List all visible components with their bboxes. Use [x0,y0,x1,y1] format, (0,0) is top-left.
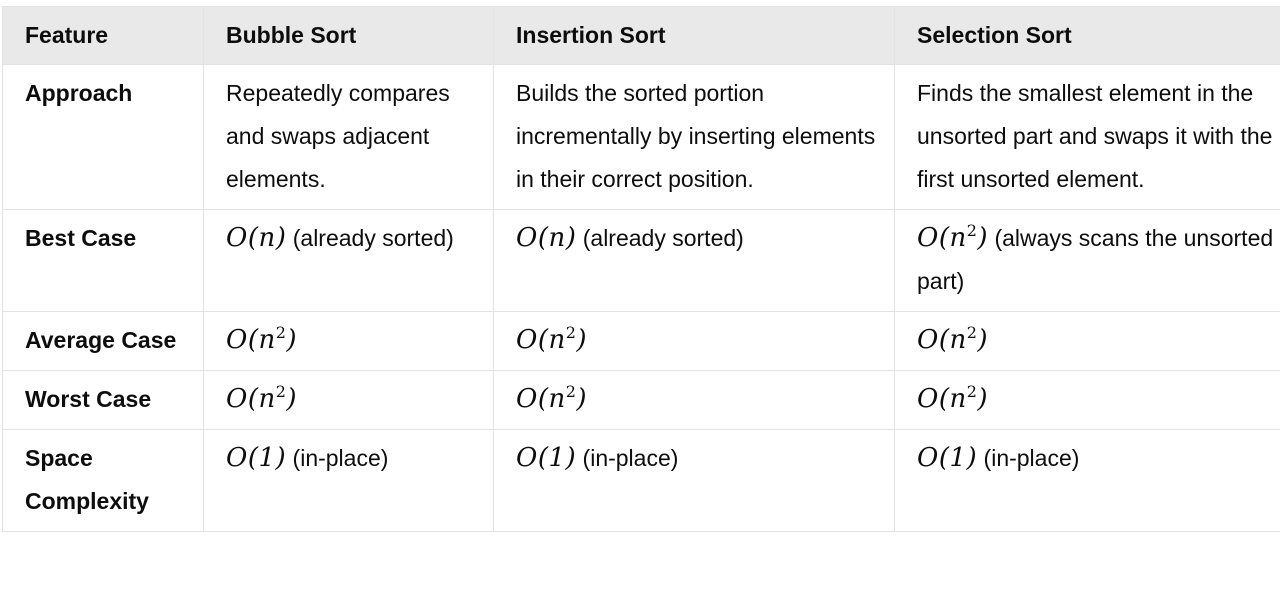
complexity-formula: O(n2) [226,382,298,415]
sorting-comparison-table: Feature Bubble Sort Insertion Sort Selec… [2,6,1280,532]
table-cell: O(n2) [894,370,1280,430]
complexity-formula: O(n2) [917,221,989,254]
table-cell: O(n2) [203,370,494,430]
table-cell: O(n2) [203,311,494,371]
complexity-formula: O(1) [917,443,978,473]
table-row: Average Case O(n2) O(n2) O(n2) [2,311,1280,371]
exponent: 2 [565,323,577,342]
row-label-best-case: Best Case [2,209,204,312]
table-cell: Repeatedly compares and swaps adjacent e… [203,64,494,210]
complexity-formula: O(1) [516,443,577,473]
table-row: Space Complexity O(1) (in-place) O(1) (i… [2,429,1280,532]
exponent: 2 [966,323,978,342]
complexity-formula: O(n) [516,223,577,253]
table-cell: O(1) (in-place) [894,429,1280,532]
complexity-note: (already sorted) [292,225,454,251]
row-label-approach: Approach [2,64,204,210]
table-cell: O(n) (already sorted) [493,209,895,312]
complexity-formula: O(n2) [917,323,989,356]
complexity-formula: O(n2) [516,323,588,356]
complexity-note: (in-place) [983,445,1080,471]
table-cell: O(n2) [493,370,895,430]
complexity-note: (always scans the unsorted part) [917,225,1274,294]
header-row: Feature Bubble Sort Insertion Sort Selec… [2,6,1280,65]
header-bubble-sort: Bubble Sort [203,6,494,65]
table-cell: O(1) (in-place) [203,429,494,532]
exponent: 2 [275,323,287,342]
table-cell: O(n2) [894,311,1280,371]
row-label-average-case: Average Case [2,311,204,371]
header-feature: Feature [2,6,204,65]
header-insertion-sort: Insertion Sort [493,6,895,65]
complexity-note: (already sorted) [582,225,744,251]
table-cell: O(n) (already sorted) [203,209,494,312]
table-cell: O(n2) (always scans the unsorted part) [894,209,1280,312]
complexity-formula: O(1) [226,443,287,473]
complexity-formula: O(n2) [516,382,588,415]
row-label-space-complexity: Space Complexity [2,429,204,532]
table-cell: O(n2) [493,311,895,371]
table-cell: Finds the smallest element in the unsort… [894,64,1280,210]
complexity-formula: O(n) [226,223,287,253]
exponent: 2 [565,382,577,401]
exponent: 2 [966,221,978,240]
complexity-note: (in-place) [582,445,679,471]
exponent: 2 [275,382,287,401]
exponent: 2 [966,382,978,401]
table-row: Worst Case O(n2) O(n2) O(n2) [2,370,1280,430]
complexity-formula: O(n2) [226,323,298,356]
comparison-table-container: Feature Bubble Sort Insertion Sort Selec… [2,6,1280,532]
complexity-note: (in-place) [292,445,389,471]
table-cell: Builds the sorted portion incrementally … [493,64,895,210]
row-label-worst-case: Worst Case [2,370,204,430]
header-selection-sort: Selection Sort [894,6,1280,65]
table-row: Best Case O(n) (already sorted) O(n) (al… [2,209,1280,312]
table-cell: O(1) (in-place) [493,429,895,532]
complexity-formula: O(n2) [917,382,989,415]
table-row: Approach Repeatedly compares and swaps a… [2,64,1280,210]
